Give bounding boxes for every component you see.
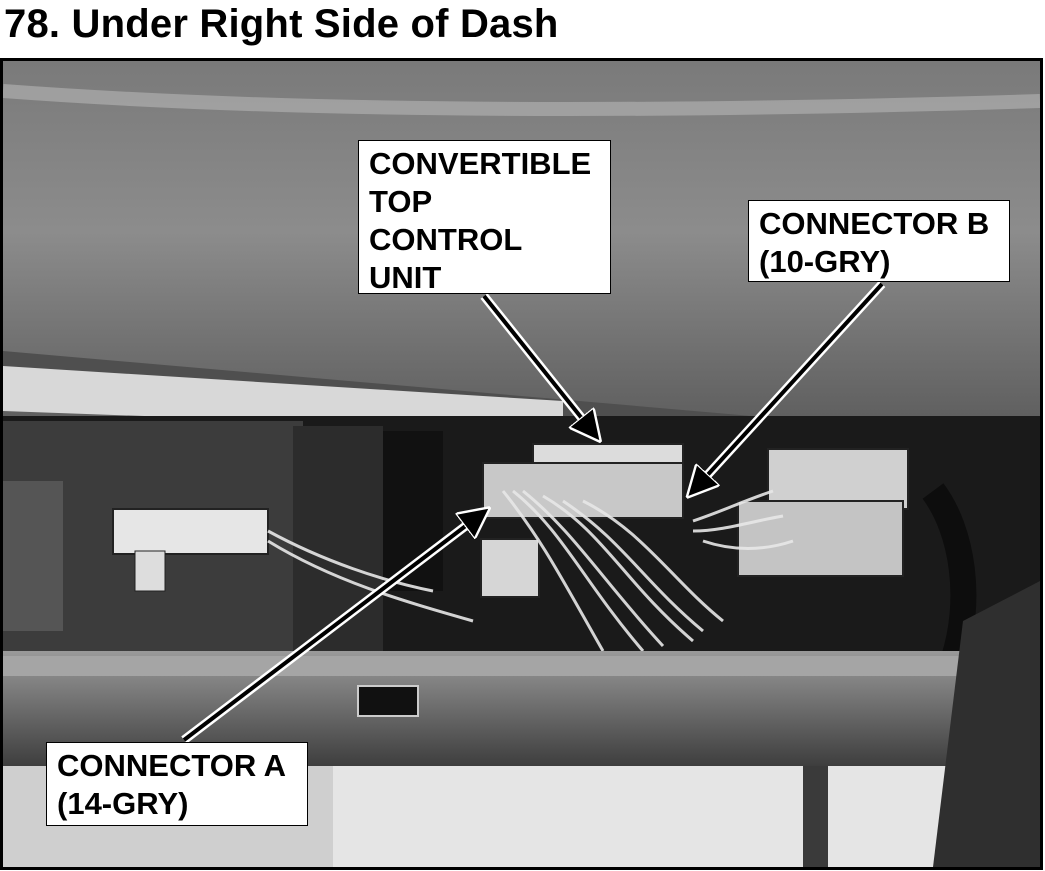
dash-trim-edge — [3, 366, 563, 431]
callout-connector-b-line2: (10-GRY) — [759, 244, 891, 279]
page-title: 78. Under Right Side of Dash — [4, 2, 559, 46]
corrugated-tube — [922, 483, 977, 666]
callout-connector-a-line1: CONNECTOR A — [57, 748, 287, 783]
dash-photo-illustration — [3, 61, 1040, 867]
right-pillar — [933, 581, 1040, 867]
callout-control-unit-line1: CONVERTIBLE — [369, 146, 592, 181]
callout-connector-a-line2: (14-GRY) — [57, 786, 189, 821]
connector-a-body — [480, 538, 540, 598]
callout-connector-b: CONNECTOR B (10-GRY) — [748, 200, 1010, 282]
connector-left — [112, 508, 269, 555]
shelf-slot — [357, 685, 419, 717]
callout-control-unit-line2: TOP — [369, 184, 433, 219]
callout-connector-a: CONNECTOR A (14-GRY) — [46, 742, 308, 826]
callout-connector-b-line1: CONNECTOR B — [759, 206, 990, 241]
callout-control-unit-line3: CONTROL — [369, 222, 523, 257]
callout-convertible-top-control-unit: CONVERTIBLE TOP CONTROL UNIT — [358, 140, 611, 295]
wire-harness — [267, 489, 794, 652]
callout-control-unit-line4: UNIT — [369, 260, 442, 295]
